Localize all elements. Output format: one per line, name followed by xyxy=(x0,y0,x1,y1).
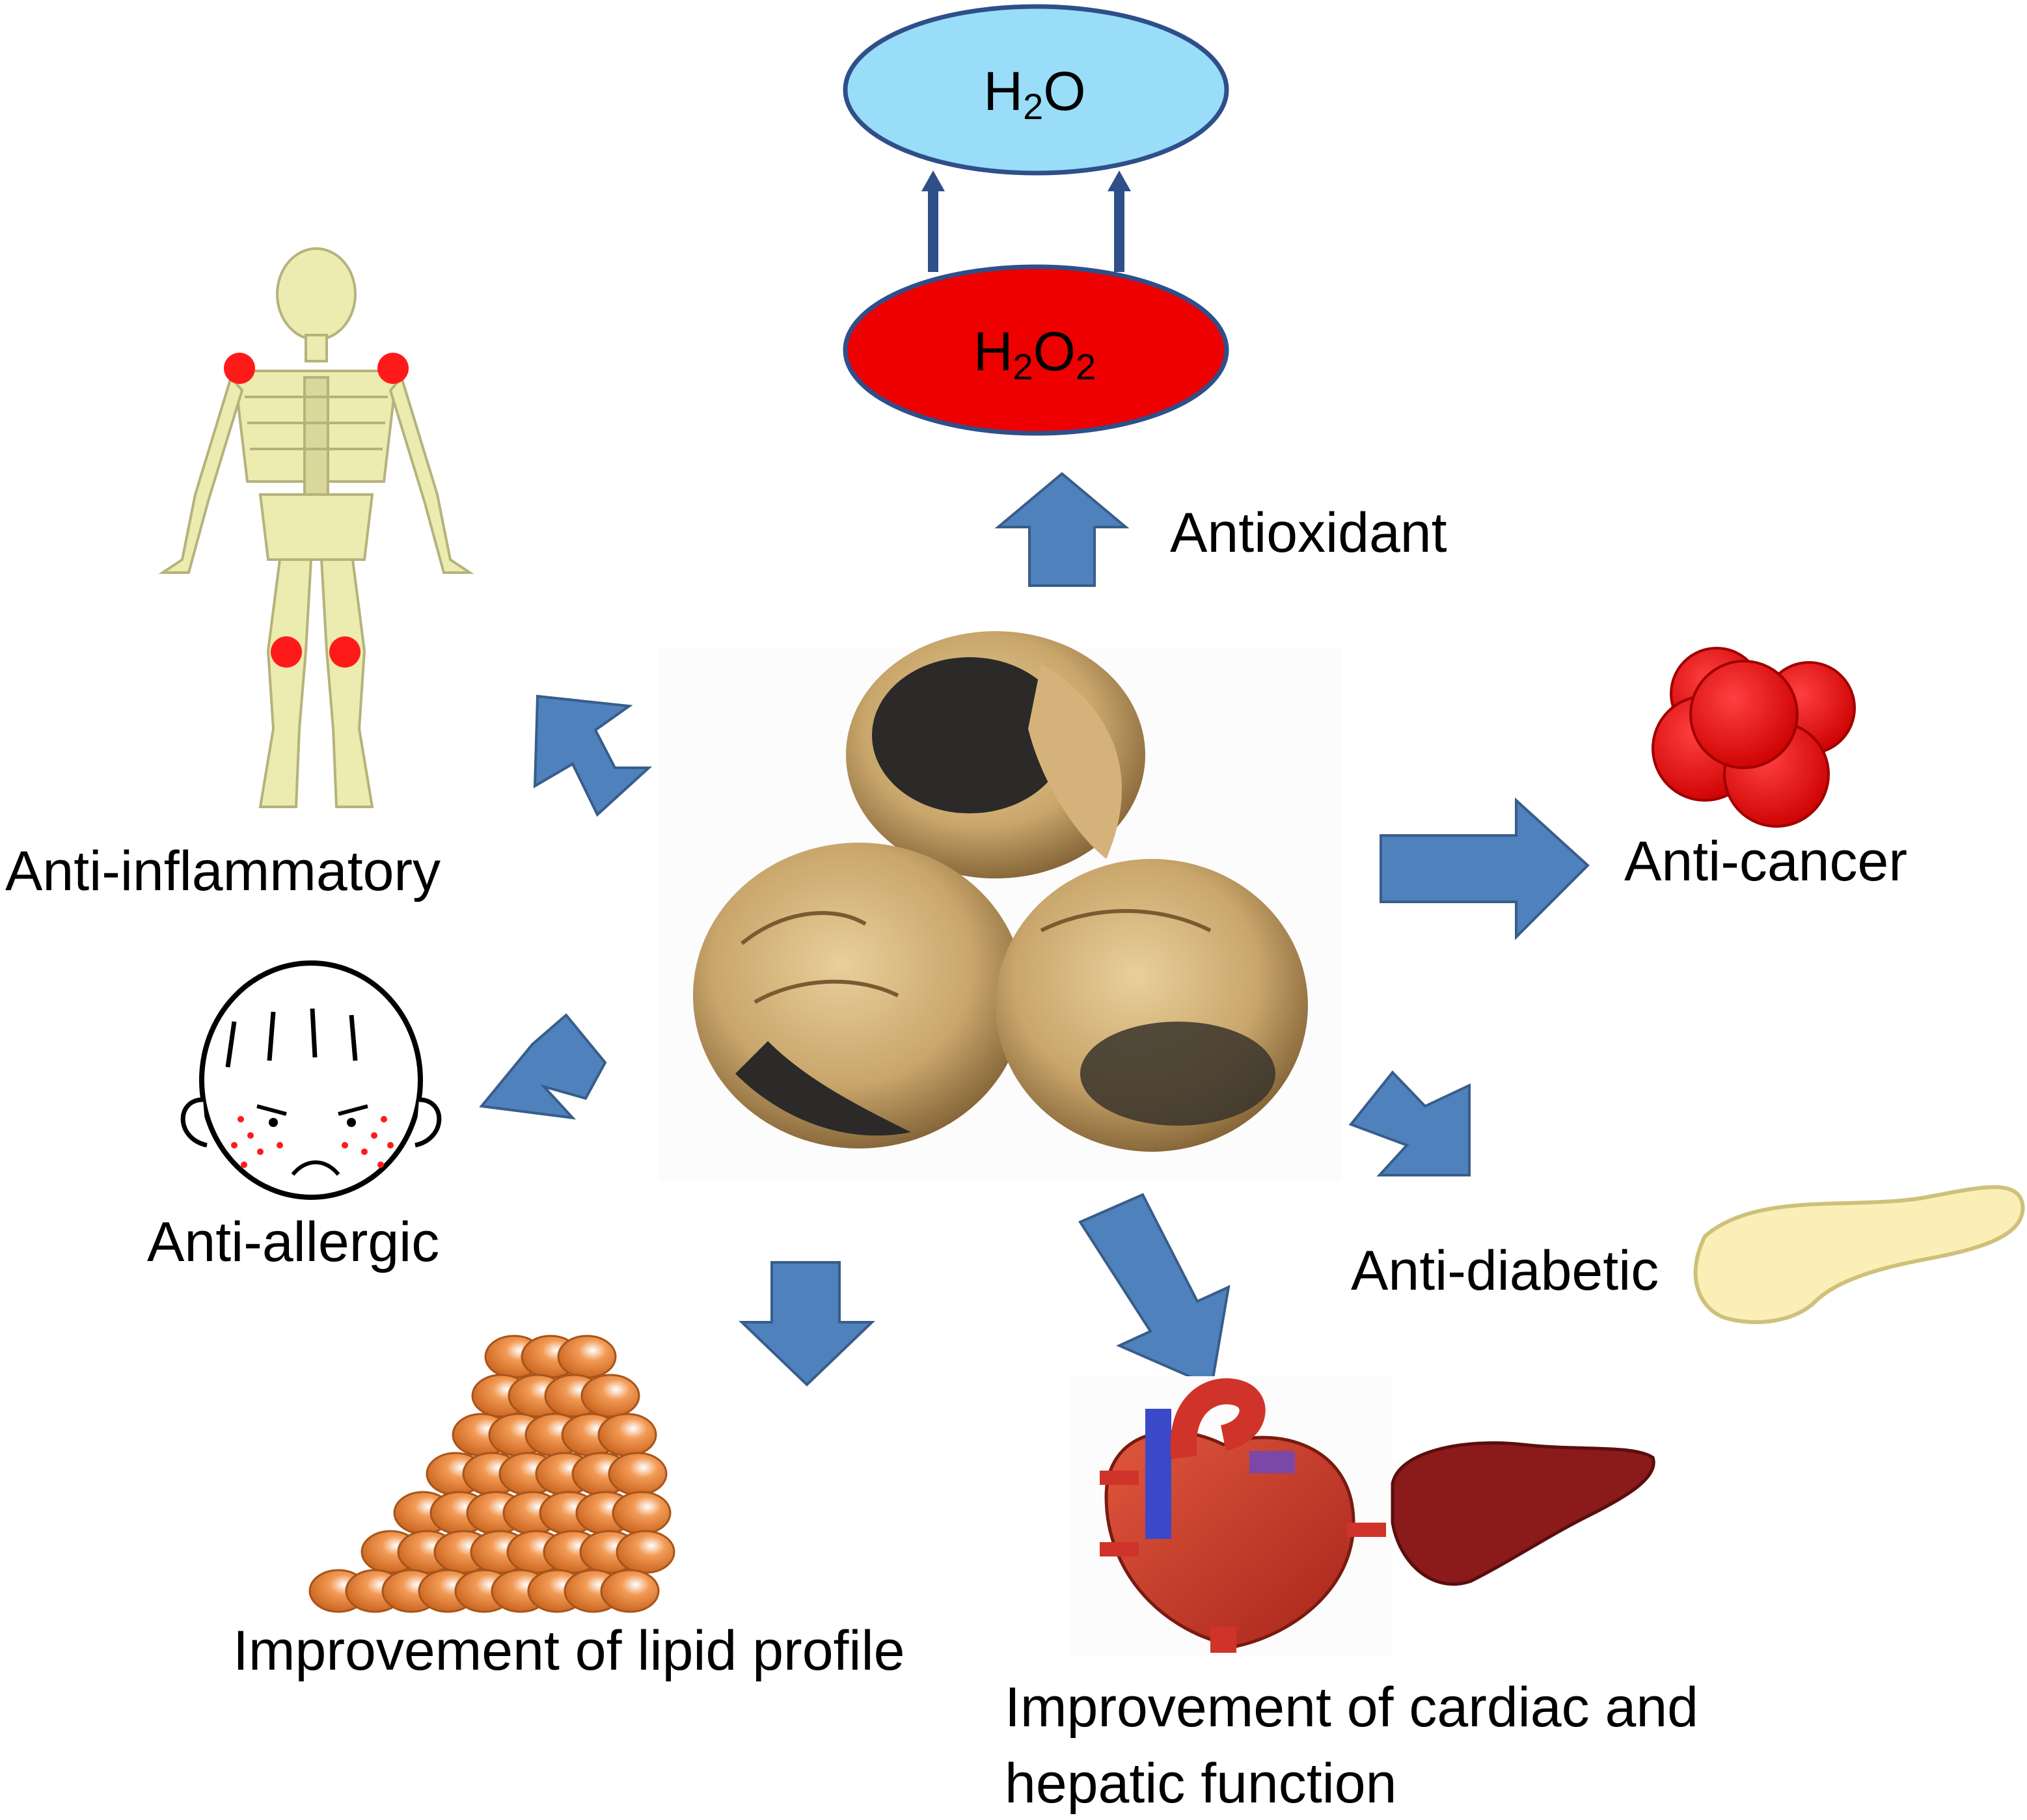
h2o2-ellipse xyxy=(843,264,1229,436)
arrow-anti-cancer xyxy=(1380,797,1590,940)
child-face-icon xyxy=(180,960,442,1200)
h2o-label: H2O xyxy=(983,61,1086,127)
antioxidant-reaction xyxy=(843,4,1229,436)
label-lipid-profile: Improvement of lipid profile xyxy=(233,1620,905,1682)
arrow-antioxidant xyxy=(994,472,1130,587)
heart-icon xyxy=(1070,1376,1393,1656)
fat-cell xyxy=(597,1413,657,1457)
liver-icon xyxy=(1391,1441,1655,1586)
label-cardiac-line2: hepatic function xyxy=(1005,1752,1397,1815)
arrow-anti-diabetic xyxy=(1348,1070,1471,1176)
arrow-cardiac xyxy=(1078,1193,1231,1388)
label-antioxidant: Antioxidant xyxy=(1170,502,1447,564)
fat-cell xyxy=(580,1374,640,1418)
fat-cell xyxy=(616,1530,675,1574)
fat-cell xyxy=(557,1335,617,1379)
label-anti-diabetic: Anti-diabetic xyxy=(1351,1240,1659,1302)
label-anti-cancer: Anti-cancer xyxy=(1624,830,1907,893)
fat-cell xyxy=(612,1491,672,1535)
fat-cells-icon xyxy=(308,1335,675,1613)
cancer-cells-icon xyxy=(1652,647,1856,828)
arrow-lipid xyxy=(739,1261,875,1387)
skeleton-icon xyxy=(158,247,474,808)
h2o-ellipse xyxy=(843,4,1229,176)
arrow-anti-allergic xyxy=(479,1013,607,1120)
fat-cell xyxy=(600,1569,660,1613)
conversion-arrows xyxy=(921,170,1131,272)
black-garlic-icon xyxy=(659,631,1342,1181)
h2o2-label: H2O2 xyxy=(973,321,1096,387)
label-anti-allergic: Anti-allergic xyxy=(147,1211,440,1273)
fat-cell xyxy=(608,1452,668,1496)
arrow-anti-inflammatory xyxy=(533,694,653,817)
inflammation-spots xyxy=(224,353,409,668)
pancreas-icon xyxy=(1693,1185,2025,1324)
label-cardiac-line1: Improvement of cardiac and xyxy=(1005,1676,1698,1739)
label-anti-inflammatory: Anti-inflammatory xyxy=(5,840,441,903)
effect-arrows xyxy=(479,472,1590,1388)
